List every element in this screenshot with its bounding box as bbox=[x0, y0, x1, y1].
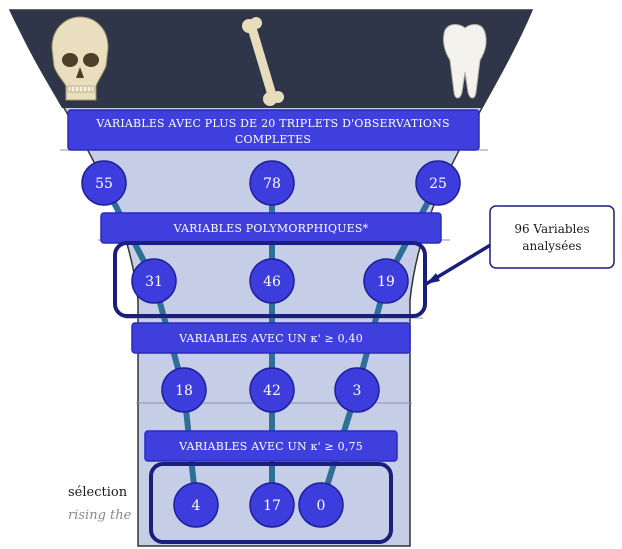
node-value: 4 bbox=[192, 498, 201, 514]
callout-box: 96 Variables analysées bbox=[490, 206, 614, 268]
node-value: 78 bbox=[263, 176, 281, 192]
node-value: 31 bbox=[145, 274, 163, 290]
stage-band-2-line-1: VARIABLES POLYMORPHIQUES* bbox=[173, 222, 369, 235]
node-value: 17 bbox=[263, 498, 281, 514]
stage-band-3-line-1: VARIABLES AVEC UN κ' ≥ 0,40 bbox=[178, 332, 363, 345]
stage-band-1-line-2: COMPLETES bbox=[235, 133, 311, 146]
callout-arrowhead bbox=[426, 273, 440, 284]
callout-line-2: analysées bbox=[522, 239, 581, 253]
node-tooth-stage-2: 19 bbox=[364, 259, 408, 303]
callout-line-1: 96 Variables bbox=[514, 222, 589, 236]
node-value: 25 bbox=[429, 176, 447, 192]
side-text-selection: sélection bbox=[68, 485, 128, 500]
node-value: 0 bbox=[317, 498, 326, 514]
node-tooth-stage-1: 25 bbox=[416, 161, 460, 205]
stage-band-1-line-1: VARIABLES AVEC PLUS DE 20 TRIPLETS D'OBS… bbox=[95, 117, 449, 130]
stage-band-4: VARIABLES AVEC UN κ' ≥ 0,75 bbox=[145, 431, 397, 461]
node-value: 18 bbox=[175, 383, 193, 399]
stage-band-2: VARIABLES POLYMORPHIQUES* bbox=[101, 213, 441, 243]
node-value: 46 bbox=[263, 274, 281, 290]
node-skull-stage-4: 4 bbox=[174, 483, 218, 527]
node-bone-stage-2: 46 bbox=[250, 259, 294, 303]
node-tooth-stage-4: 0 bbox=[299, 483, 343, 527]
node-bone-stage-3: 42 bbox=[250, 368, 294, 412]
node-bone-stage-4: 17 bbox=[250, 483, 294, 527]
node-value: 19 bbox=[377, 274, 395, 290]
stage-band-3: VARIABLES AVEC UN κ' ≥ 0,40 bbox=[132, 323, 410, 353]
node-value: 55 bbox=[95, 176, 113, 192]
node-skull-stage-3: 18 bbox=[162, 368, 206, 412]
stage-band-4-line-1: VARIABLES AVEC UN κ' ≥ 0,75 bbox=[178, 440, 363, 453]
node-value: 42 bbox=[263, 383, 281, 399]
node-skull-stage-1: 55 bbox=[82, 161, 126, 205]
stage-band-1: VARIABLES AVEC PLUS DE 20 TRIPLETS D'OBS… bbox=[68, 110, 479, 150]
node-bone-stage-1: 78 bbox=[250, 161, 294, 205]
node-tooth-stage-3: 3 bbox=[335, 368, 379, 412]
node-value: 3 bbox=[353, 383, 362, 399]
node-skull-stage-2: 31 bbox=[132, 259, 176, 303]
side-caption: rising the bbox=[68, 508, 132, 523]
